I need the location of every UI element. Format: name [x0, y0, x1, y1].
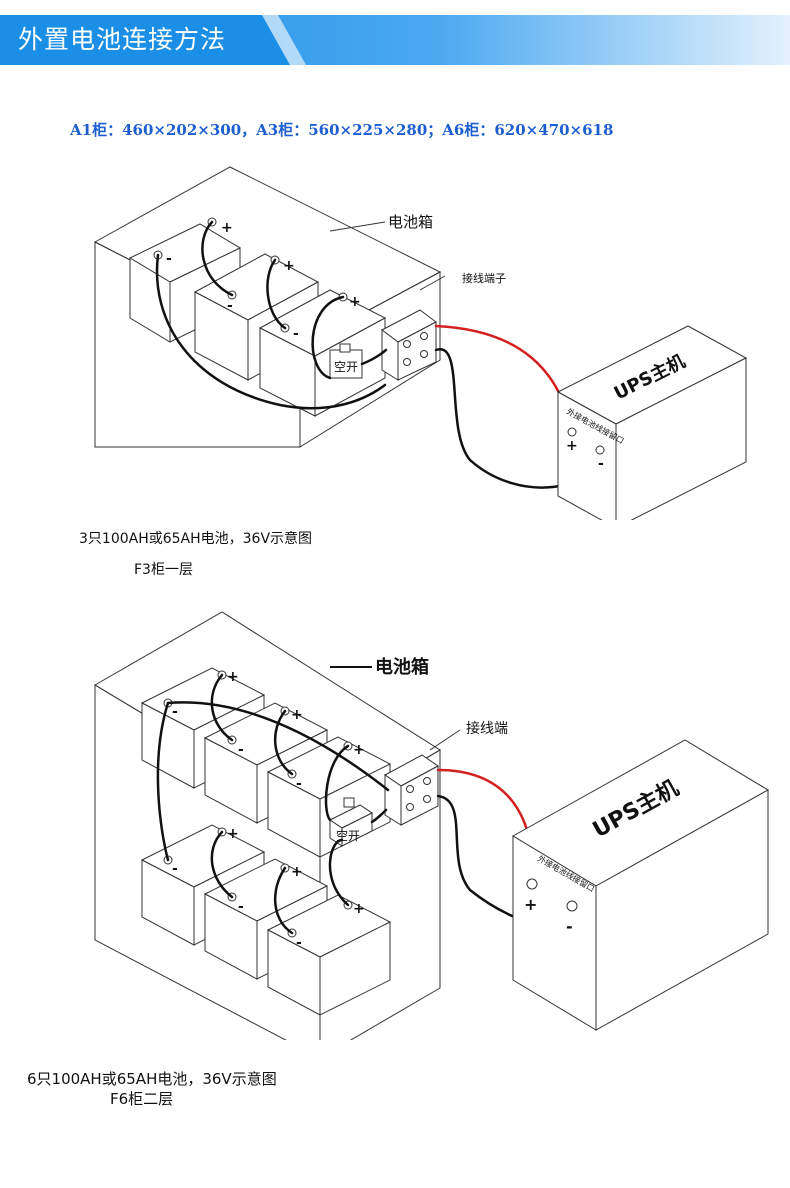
- battery-u1-plus: +: [227, 669, 239, 685]
- battery-l3: [266, 894, 392, 1016]
- battery-2-plus: +: [283, 258, 295, 274]
- diagram-2-subcaption: F6柜二层: [110, 1090, 174, 1108]
- battery-u3-plus: +: [353, 742, 365, 758]
- terminal-block: [381, 309, 437, 381]
- svg-text:空开: 空开: [334, 360, 358, 374]
- battery-l1-minus: -: [172, 861, 178, 877]
- diagram-2-caption: 6只100AH或65AH电池，36V示意图: [27, 1070, 277, 1088]
- terminal-label-2: 接线端: [466, 720, 508, 737]
- diagram-1-subcaption: F3柜一层: [134, 562, 193, 578]
- ups-minus-2: -: [566, 917, 573, 936]
- diagram-6-batteries: + - + - + - + - + - + - 空开: [94, 611, 769, 1040]
- battery-2-minus: -: [227, 298, 233, 314]
- ups-plus: +: [566, 438, 578, 454]
- terminal-label: 接线端子: [462, 271, 506, 285]
- battery-l1-plus: +: [227, 826, 239, 842]
- battery-1-plus: +: [221, 220, 233, 236]
- ups-unit-2: [512, 739, 769, 1031]
- diagram-3-batteries: + - + - + - 空开 UPS主机 外接电池线: [93, 166, 748, 520]
- battery-3-minus: -: [293, 326, 299, 342]
- ups-unit: [556, 325, 748, 520]
- ups-plus-2: +: [524, 895, 537, 914]
- page-title: 外置电池连接方法: [18, 25, 227, 54]
- battery-l3-minus: -: [296, 935, 302, 951]
- breaker: 空开: [329, 343, 363, 379]
- battery-box-label-2: 电池箱: [375, 656, 429, 678]
- battery-u2-minus: -: [238, 742, 244, 758]
- diagram-1-caption: 3只100AH或65AH电池，36V示意图: [79, 531, 313, 547]
- battery-l3-plus: +: [353, 901, 365, 917]
- cabinet-dimensions: A1柜：460×202×300，A3柜：560×225×280；A6柜：620×…: [70, 121, 614, 139]
- battery-3-plus: +: [349, 294, 361, 310]
- battery-u2-plus: +: [291, 707, 303, 723]
- battery-u3-minus: -: [296, 776, 302, 792]
- terminal-block-2: [384, 754, 439, 826]
- battery-box-label: 电池箱: [388, 213, 433, 231]
- battery-l2-minus: -: [238, 899, 244, 915]
- battery-l2-plus: +: [291, 864, 303, 880]
- battery-1-minus: -: [166, 251, 172, 267]
- battery-u1-minus: -: [172, 704, 178, 720]
- header-band: [0, 15, 790, 65]
- ups-minus: -: [598, 456, 604, 472]
